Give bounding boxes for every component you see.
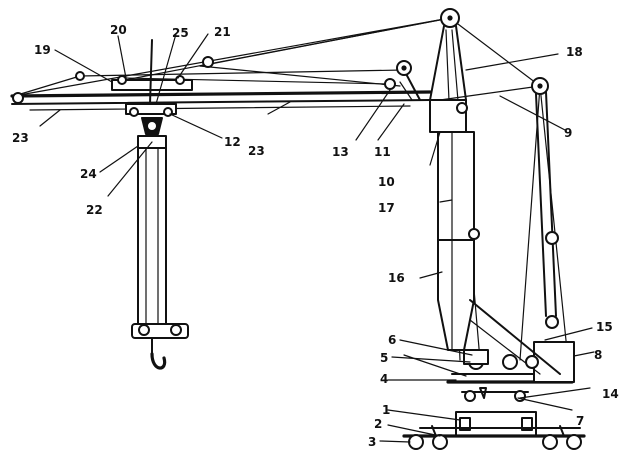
callout-20: 20 <box>110 23 127 37</box>
callout-labels: 1 2 3 4 5 6 7 8 9 10 11 12 13 14 15 16 1… <box>12 23 619 449</box>
wheel <box>566 434 582 450</box>
undercarriage <box>402 387 586 450</box>
callout-16: 16 <box>388 271 405 285</box>
callout-3: 3 <box>368 435 376 449</box>
wheel <box>432 434 448 450</box>
wheel <box>542 434 558 450</box>
callout-9: 9 <box>564 126 572 140</box>
callout-23-left: 23 <box>12 131 29 145</box>
winch-drum <box>502 354 518 370</box>
counterweight-8 <box>533 341 575 383</box>
rope-pulley <box>75 71 85 81</box>
callout-8: 8 <box>594 348 602 362</box>
callout-7: 7 <box>576 414 584 428</box>
trolley-pulley-21 <box>202 56 214 68</box>
callout-4: 4 <box>380 372 388 386</box>
callout-22: 22 <box>86 203 103 217</box>
mast-lower <box>437 239 475 351</box>
rope-pulley-13 <box>384 78 396 90</box>
callout-19: 19 <box>34 43 51 57</box>
callout-1: 1 <box>382 403 390 417</box>
callout-12: 12 <box>224 135 241 149</box>
hook <box>150 352 167 370</box>
mast-upper <box>429 8 468 133</box>
callout-15: 15 <box>596 320 613 334</box>
callout-13: 13 <box>332 145 349 159</box>
callout-6: 6 <box>388 333 396 347</box>
callout-25: 25 <box>172 26 189 40</box>
callout-21: 21 <box>214 25 231 39</box>
stay-cables <box>13 17 569 361</box>
hook-assembly <box>131 147 189 370</box>
back-strut <box>531 77 559 329</box>
jib <box>10 60 432 111</box>
jib-tip-pulley <box>12 92 24 104</box>
callout-24: 24 <box>80 167 97 181</box>
callout-14: 14 <box>602 387 619 401</box>
leader-lines <box>39 33 595 443</box>
callout-11: 11 <box>374 145 391 159</box>
mast-middle <box>437 131 480 241</box>
callout-5: 5 <box>380 351 388 365</box>
callout-10: 10 <box>378 175 395 189</box>
callout-17: 17 <box>378 201 395 215</box>
base-assembly <box>446 299 575 384</box>
wheel <box>408 434 424 450</box>
callout-2: 2 <box>374 417 382 431</box>
callout-18: 18 <box>566 45 583 59</box>
callout-23-jib: 23 <box>248 144 265 158</box>
